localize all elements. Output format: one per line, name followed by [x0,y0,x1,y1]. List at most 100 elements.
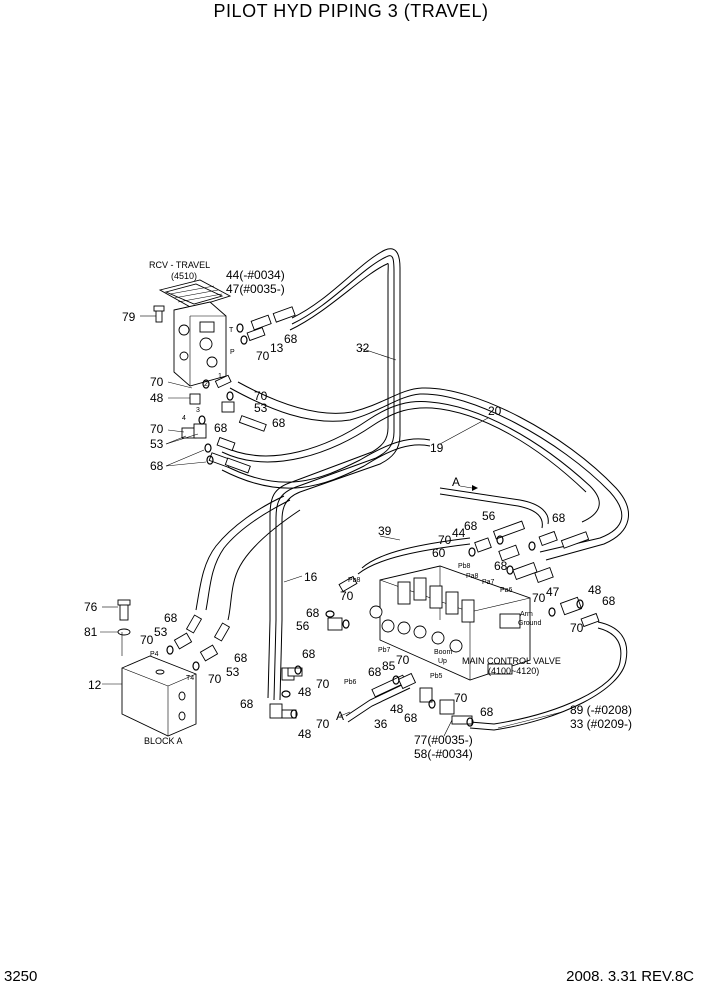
callout-70: 70 [570,621,584,635]
callout-53: 53 [154,625,168,639]
callout-36: 36 [374,717,388,731]
fittings-rcv [181,306,296,474]
port-3: 3 [196,407,200,414]
callout-81: 81 [84,625,98,639]
callout-68: 68 [302,647,316,661]
callout-76: 76 [84,600,98,614]
callout-70: 70 [316,717,330,731]
callout-68: 68 [240,697,254,711]
callout-47: 47 [546,585,560,599]
rcv-label-1: RCV - TRAVEL [149,260,210,270]
callout-48: 48 [298,685,312,699]
callout-70: 70 [254,389,268,403]
port-pb6: Pb6 [344,679,357,686]
callout-48: 48 [150,391,164,405]
mcv-label-2: (4100~4120) [488,666,539,676]
callout-53: 53 [226,665,240,679]
callout-47: 47(#0035-) [226,282,285,296]
callout-44: 44(-#0034) [226,268,285,282]
callout-68: 68 [234,651,248,665]
callout-70: 70 [438,533,452,547]
callout-85: 85 [382,659,396,673]
page-number: 3250 [4,968,38,985]
arrow-a-top [459,485,478,491]
callout-68: 68 [494,559,508,573]
port-pb5: Pb5 [430,673,443,680]
callout-56: 56 [296,619,310,633]
bolt-79 [153,305,165,323]
port-p4: P4 [150,651,159,658]
callout-56: 56 [482,509,496,523]
rcv-label-2: (4510) [171,271,197,281]
callout-68: 68 [552,511,566,525]
fittings-block-a [117,599,231,671]
callout-16: 16 [304,570,318,584]
port-pb7: Pb7 [378,647,391,654]
callout-68: 68 [150,459,164,473]
callout-53: 53 [254,401,268,415]
callout-68: 68 [404,711,418,725]
callout-68: 68 [272,416,286,430]
port-p: P [230,349,235,356]
port-t: T [229,327,234,334]
port-pb8: Pb8 [458,563,471,570]
callout-33: 33 (#0209-) [570,717,632,731]
callout-68: 68 [164,611,178,625]
callout-68: 68 [464,519,478,533]
callout-32: 32 [356,341,370,355]
callout-53: 53 [150,437,164,451]
callout-70: 70 [208,672,222,686]
pipe-89-33 [469,621,628,731]
callout-70: 70 [256,349,270,363]
callout-70: 70 [150,422,164,436]
rcv-travel-valve [158,279,232,387]
label-boom: Boom [434,649,452,656]
block-a [121,655,197,737]
page-title: PILOT HYD PIPING 3 (TRAVEL) [213,1,489,21]
port-pb8b: Pb8 [348,577,361,584]
block-a-label: BLOCK A [144,736,183,746]
arrow-a-bottom [339,711,351,717]
arrow-a-label: A [452,475,460,489]
callout-79: 79 [122,310,136,324]
callout-68: 68 [214,421,228,435]
callout-68: 68 [368,665,382,679]
callout-48: 48 [298,727,312,741]
label-ground: Ground [518,620,541,627]
pipe-19-20 [221,381,629,561]
port-2: 2 [204,381,208,388]
arrow-a-label-bottom: A [336,709,344,723]
callout-70: 70 [316,677,330,691]
port-pa8: Pa8 [466,573,479,580]
port-pa7: Pa7 [482,579,495,586]
callout-68: 68 [306,606,320,620]
callout-20: 20 [488,404,502,418]
port-1: 1 [218,373,222,380]
leader-lines [100,315,563,737]
callout-13: 13 [270,341,284,355]
pipe-16 [195,495,301,621]
callout-68: 68 [284,332,298,346]
callout-70: 70 [396,653,410,667]
callout-48: 48 [588,583,602,597]
callout-70: 70 [140,633,154,647]
port-4: 4 [182,415,186,422]
mcv-label-1: MAIN CONTROL VALVE [462,656,561,666]
callout-58: 58(-#0034) [414,747,473,761]
callout-60: 60 [432,546,446,560]
callout-39: 39 [378,524,392,538]
label-arm: Arm [520,611,533,618]
pipe-39 [357,487,549,575]
revision-date: 2008. 3.31 REV.8C [566,968,694,985]
pipe-36 [345,681,411,723]
fittings-mcv [269,575,474,727]
port-t4: T4 [186,675,194,682]
port-pa6: Pa6 [500,587,513,594]
callout-19: 19 [430,441,444,455]
label-up: Up [438,658,447,665]
callout-77: 77(#0035-) [414,733,473,747]
callout-89: 89 (-#0208) [570,703,632,717]
fittings-right [468,520,600,628]
callout-68: 68 [602,594,616,608]
